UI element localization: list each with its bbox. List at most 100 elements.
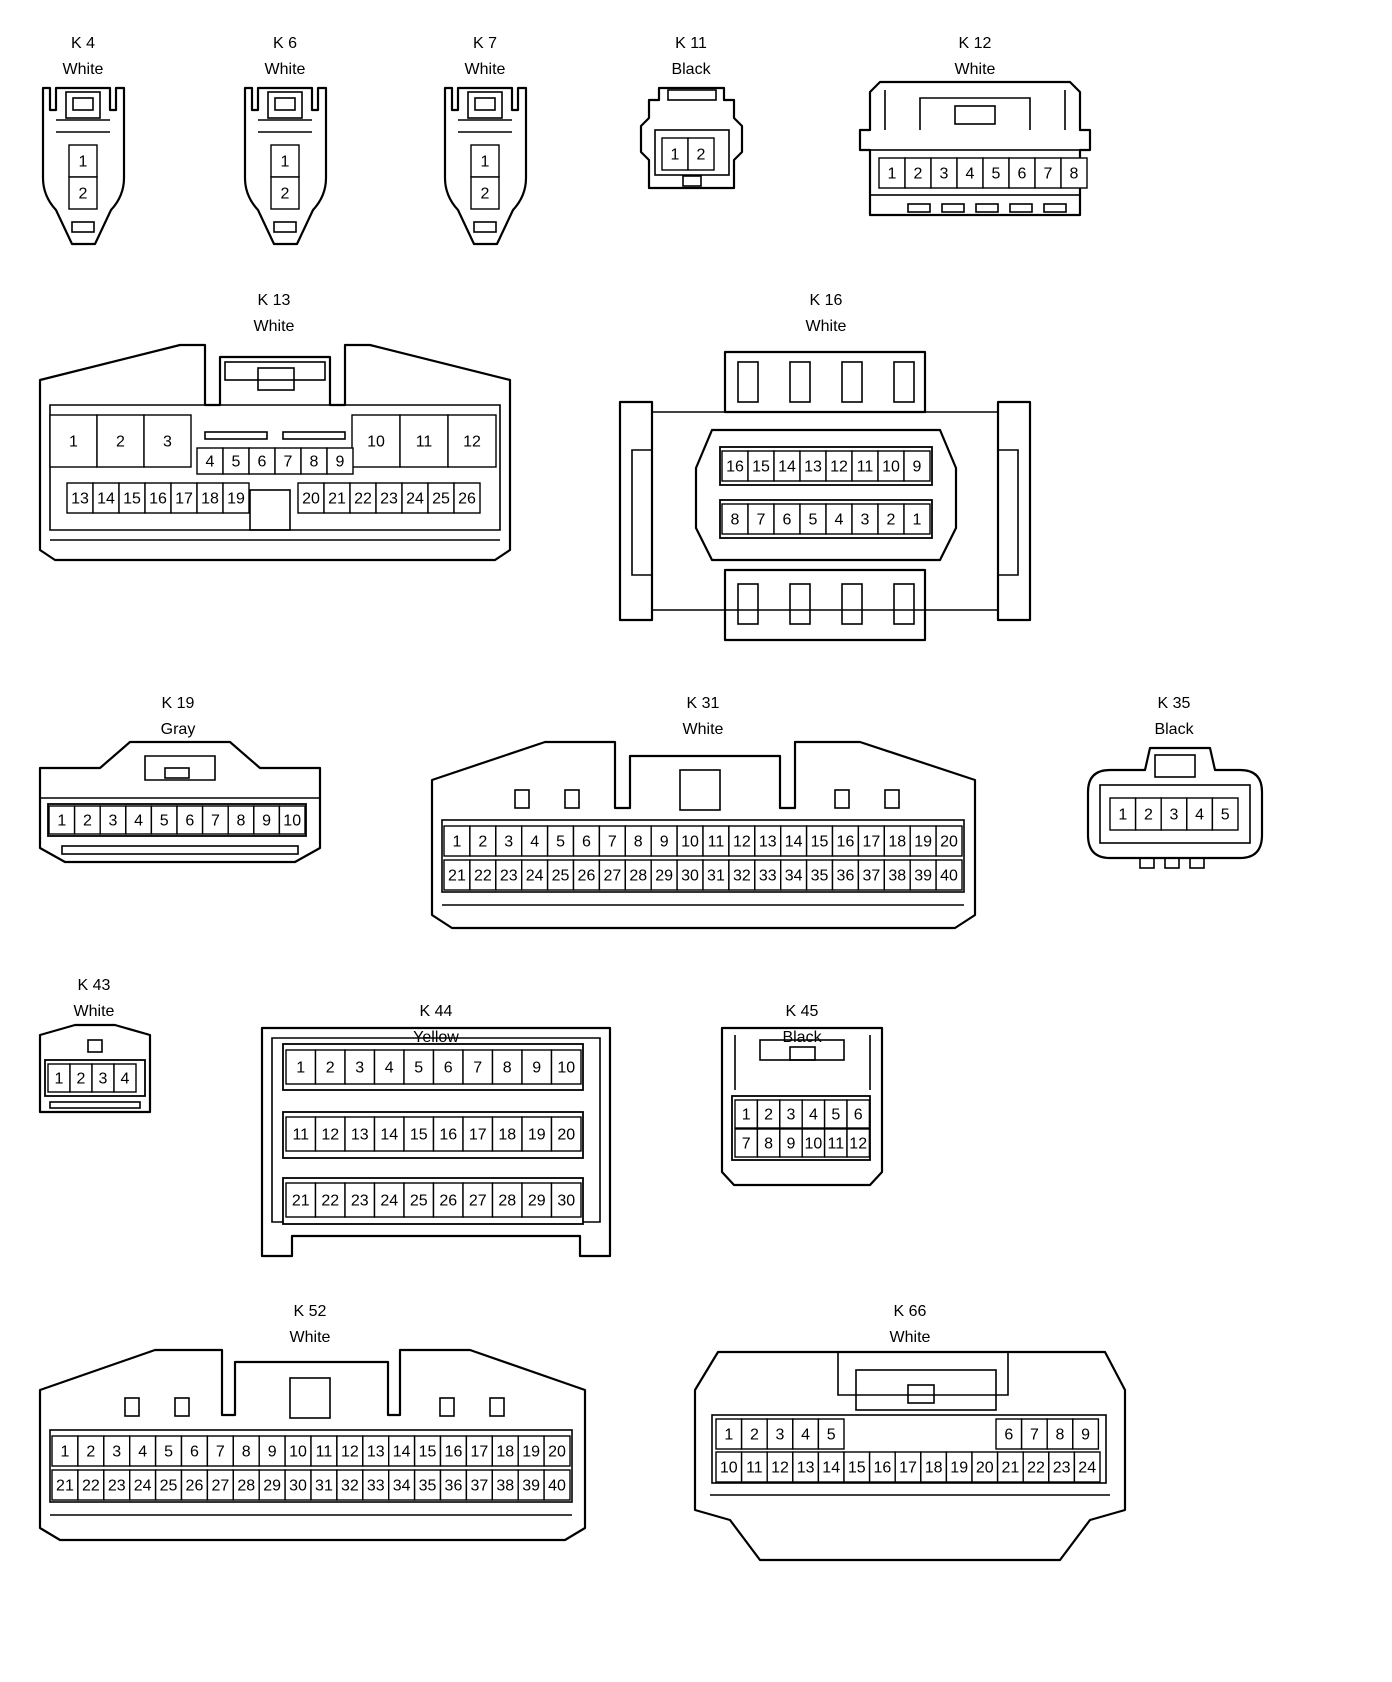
pin-cavity <box>995 1418 1023 1450</box>
pin-number: 19 <box>914 834 932 851</box>
pin-number: 5 <box>827 1427 836 1444</box>
pin-number: 3 <box>99 1071 108 1088</box>
pin-cavity <box>453 482 481 514</box>
connector-housing-outline <box>41 86 126 246</box>
pin-number: 17 <box>862 834 880 851</box>
connector-id-label: K 6 <box>273 35 297 52</box>
pin-number: 8 <box>1056 1427 1065 1444</box>
pin-number: 12 <box>463 434 481 451</box>
pin-cell: 10 <box>877 450 905 482</box>
pin-cell: 4 <box>956 157 984 189</box>
connector-housing-outline <box>49 404 501 531</box>
pin-cavity <box>439 1435 468 1467</box>
pin-cavity <box>521 1049 553 1085</box>
pin-cell: 1 <box>285 1049 317 1085</box>
pin-number: 4 <box>530 834 539 851</box>
pin-cell: 11 <box>740 1451 768 1483</box>
pin-number: 30 <box>557 1193 575 1210</box>
pin-number: 31 <box>315 1478 333 1495</box>
pin-cavity <box>550 1116 582 1152</box>
pin-cell: 21 <box>996 1451 1024 1483</box>
pin-cell: 4 <box>373 1049 405 1085</box>
pin-cell: 22 <box>314 1182 346 1218</box>
pin-cavity <box>314 1182 346 1218</box>
pin-cavity <box>206 1435 234 1467</box>
pin-cavity <box>388 1469 416 1501</box>
pin-cell: 6 <box>572 825 601 857</box>
pin-number: 1 <box>724 1427 733 1444</box>
pin-cell: 8 <box>1046 1418 1074 1450</box>
pin-cell: 19 <box>517 1435 545 1467</box>
connector-housing-outline <box>430 740 977 930</box>
pin-number: 7 <box>1044 166 1053 183</box>
pin-cell: 2 <box>270 176 300 210</box>
pin-cell: 2 <box>877 503 905 535</box>
pin-cavity <box>470 176 500 210</box>
pin-cell: 7 <box>274 447 302 475</box>
pin-cell: 2 <box>73 805 101 835</box>
pin-cell: 2 <box>687 137 715 171</box>
pin-number: 21 <box>1002 1460 1020 1477</box>
pin-number: 3 <box>504 834 513 851</box>
housing-detail <box>1043 203 1067 213</box>
pin-number: 1 <box>281 154 290 171</box>
pin-number: 10 <box>805 1136 823 1153</box>
housing-detail <box>267 91 303 119</box>
pin-cell: 28 <box>624 859 652 891</box>
pin-number: 5 <box>160 813 169 830</box>
housing-detail <box>174 1397 190 1417</box>
pin-number: 3 <box>1170 807 1179 824</box>
pin-cell: 19 <box>945 1451 973 1483</box>
pin-cavity <box>817 1418 845 1450</box>
pin-cell: 2 <box>469 825 497 857</box>
pin-cell: 2 <box>470 176 500 210</box>
connector-id-label: K 66 <box>894 1303 927 1320</box>
pin-cell: 6 <box>176 805 204 835</box>
pin-number: 9 <box>532 1060 541 1077</box>
housing-detail <box>441 819 965 893</box>
pin-cavity <box>443 825 471 857</box>
pin-cell: 16 <box>432 1116 464 1152</box>
housing-detail <box>737 361 759 403</box>
pin-cell: 7 <box>734 1128 759 1158</box>
pin-cell: 8 <box>1060 157 1088 189</box>
pin-cell: 35 <box>805 859 834 891</box>
pin-number: 21 <box>292 1193 310 1210</box>
pin-cavity <box>825 450 853 482</box>
pin-cavity <box>206 1469 234 1501</box>
pin-cell: 5 <box>154 1435 183 1467</box>
pin-number: 22 <box>1027 1460 1045 1477</box>
pin-cavity <box>274 447 302 475</box>
pin-cell: 8 <box>232 1435 260 1467</box>
pin-cell: 26 <box>432 1182 464 1218</box>
pin-number: 23 <box>380 491 398 508</box>
pin-cell: 9 <box>258 1435 286 1467</box>
pin-number: 5 <box>992 166 1001 183</box>
pin-cell: 29 <box>650 859 678 891</box>
housing-detail <box>682 175 702 187</box>
pin-cell: 18 <box>920 1451 948 1483</box>
connector-housing-outline <box>837 1352 1009 1396</box>
pin-number: 6 <box>190 1444 199 1461</box>
pin-cell: 2 <box>904 157 932 189</box>
housing-detail <box>274 97 296 111</box>
pin-number: 36 <box>445 1478 463 1495</box>
pin-cavity <box>894 1451 922 1483</box>
pin-cell: 22 <box>469 859 497 891</box>
pin-cavity <box>846 1128 871 1158</box>
pin-number: 24 <box>406 491 424 508</box>
pin-cell: 7 <box>201 805 229 835</box>
pin-cavity <box>773 503 801 535</box>
pin-cavity <box>125 805 153 835</box>
pin-cell: 37 <box>857 859 886 891</box>
pin-number: 8 <box>634 834 643 851</box>
pin-number: 14 <box>380 1127 398 1144</box>
pin-cell: 13 <box>792 1451 820 1483</box>
pin-cavity <box>491 1116 523 1152</box>
pin-cell: 14 <box>92 482 120 514</box>
pin-cell: 8 <box>300 447 328 475</box>
pin-cell: 24 <box>1073 1451 1101 1483</box>
pin-number: 30 <box>681 868 699 885</box>
